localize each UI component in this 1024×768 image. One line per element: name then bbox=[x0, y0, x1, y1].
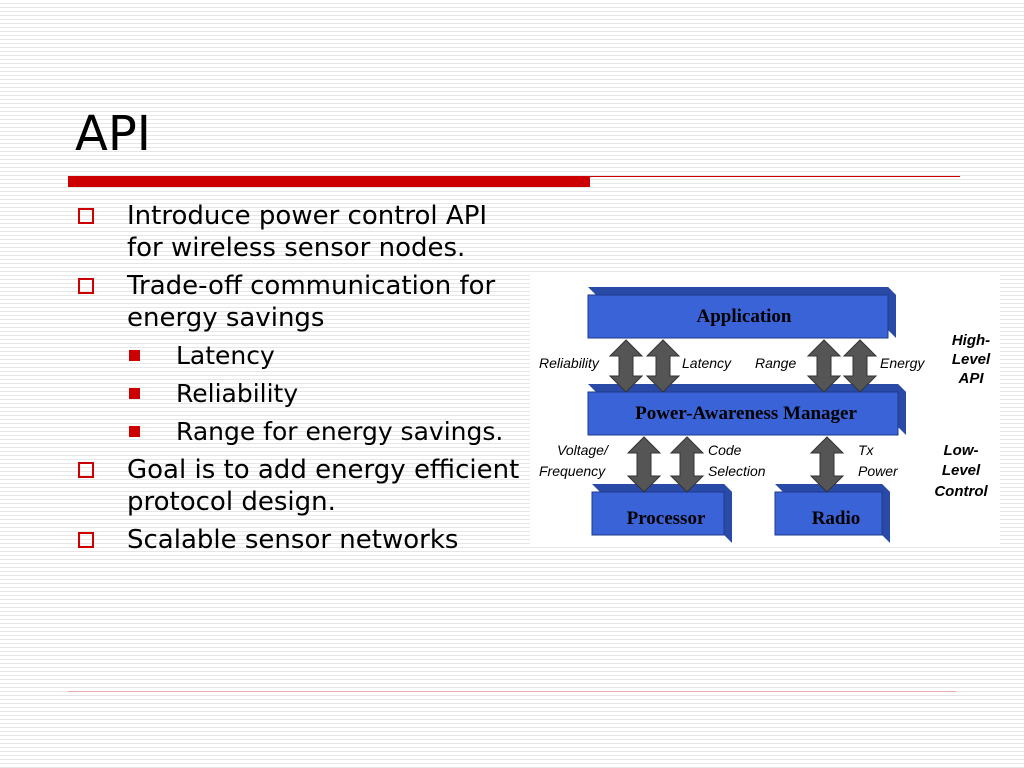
energy-arrow-icon bbox=[842, 339, 878, 393]
high-level-label-line1: High- bbox=[952, 332, 990, 349]
slide-title: API bbox=[75, 106, 151, 162]
filled-square-bullet-icon bbox=[129, 350, 140, 361]
code-arrow-icon bbox=[669, 436, 705, 493]
voltage-label-line1: Voltage/ bbox=[557, 442, 610, 458]
latency-arrow-icon bbox=[645, 339, 681, 393]
low-level-label-line3: Control bbox=[934, 483, 988, 500]
title-underline-thick bbox=[68, 176, 590, 187]
sub-bullet-text: Range for energy savings. bbox=[176, 417, 504, 446]
title-underline-thin bbox=[590, 176, 960, 177]
bullet-item: Goal is to add energy efficient protocol… bbox=[78, 454, 528, 518]
reliability-label: Reliability bbox=[539, 355, 600, 371]
tx-label-line2: Power bbox=[858, 463, 899, 479]
tx-label-line1: Tx bbox=[858, 442, 875, 458]
reliability-arrow-icon bbox=[608, 339, 644, 393]
hollow-square-bullet-icon bbox=[78, 462, 94, 478]
sub-bullet-item: Latency bbox=[78, 340, 528, 372]
low-level-label-line2: Level bbox=[942, 462, 981, 479]
processor-label: Processor bbox=[627, 508, 706, 529]
sub-bullet-text: Reliability bbox=[176, 379, 299, 408]
latency-label: Latency bbox=[682, 355, 732, 371]
bullet-list: Introduce power control API for wireless… bbox=[78, 200, 528, 562]
low-level-label-line1: Low- bbox=[944, 442, 979, 459]
bullet-text: Trade-off communication for energy savin… bbox=[127, 271, 496, 333]
range-arrow-icon bbox=[806, 339, 842, 393]
application-box-front bbox=[587, 294, 889, 339]
hollow-square-bullet-icon bbox=[78, 532, 94, 548]
manager-box: Power-Awareness Manager bbox=[587, 384, 906, 436]
manager-box-front bbox=[587, 391, 899, 436]
filled-square-bullet-icon bbox=[129, 388, 140, 399]
radio-box: Radio bbox=[774, 484, 890, 543]
radio-label: Radio bbox=[812, 508, 861, 529]
voltage-arrow-icon bbox=[626, 436, 662, 493]
application-box-top bbox=[588, 287, 896, 295]
processor-box-side bbox=[724, 484, 732, 543]
footer-divider bbox=[68, 691, 956, 692]
radio-box-top bbox=[775, 484, 890, 492]
bullet-text: Scalable sensor networks bbox=[127, 525, 459, 555]
radio-box-side bbox=[882, 484, 890, 543]
bullet-item: Scalable sensor networks bbox=[78, 524, 528, 556]
architecture-diagram-svg: Application Power-Awareness Manager Proc… bbox=[539, 287, 991, 543]
sub-bullet-item: Reliability bbox=[78, 378, 528, 410]
range-label: Range bbox=[755, 355, 796, 371]
code-label-line2: Selection bbox=[708, 463, 766, 479]
radio-box-front bbox=[774, 491, 883, 536]
bullet-text: Introduce power control API for wireless… bbox=[127, 201, 488, 263]
architecture-diagram: Application Power-Awareness Manager Proc… bbox=[530, 272, 1000, 546]
processor-box: Processor bbox=[591, 484, 732, 543]
sub-bullet-text: Latency bbox=[176, 341, 275, 370]
tx-power-arrow-icon bbox=[809, 436, 845, 493]
filled-square-bullet-icon bbox=[129, 426, 140, 437]
energy-label: Energy bbox=[880, 355, 925, 371]
sub-bullet-item: Range for energy savings. bbox=[78, 416, 528, 448]
processor-box-front bbox=[591, 491, 725, 536]
manager-label: Power-Awareness Manager bbox=[635, 403, 857, 424]
voltage-label-line2: Frequency bbox=[539, 463, 606, 479]
manager-box-side bbox=[898, 384, 906, 435]
high-level-label-line2: Level bbox=[952, 351, 991, 368]
processor-box-top bbox=[592, 484, 732, 492]
application-box: Application bbox=[587, 287, 896, 339]
bullet-item: Trade-off communication for energy savin… bbox=[78, 270, 528, 334]
application-box-side bbox=[888, 287, 896, 338]
application-label: Application bbox=[696, 306, 791, 327]
bullet-item: Introduce power control API for wireless… bbox=[78, 200, 528, 264]
hollow-square-bullet-icon bbox=[78, 208, 94, 224]
bullet-text: Goal is to add energy efficient protocol… bbox=[127, 455, 520, 517]
high-level-label-line3: API bbox=[957, 370, 984, 387]
hollow-square-bullet-icon bbox=[78, 278, 94, 294]
code-label-line1: Code bbox=[708, 442, 742, 458]
